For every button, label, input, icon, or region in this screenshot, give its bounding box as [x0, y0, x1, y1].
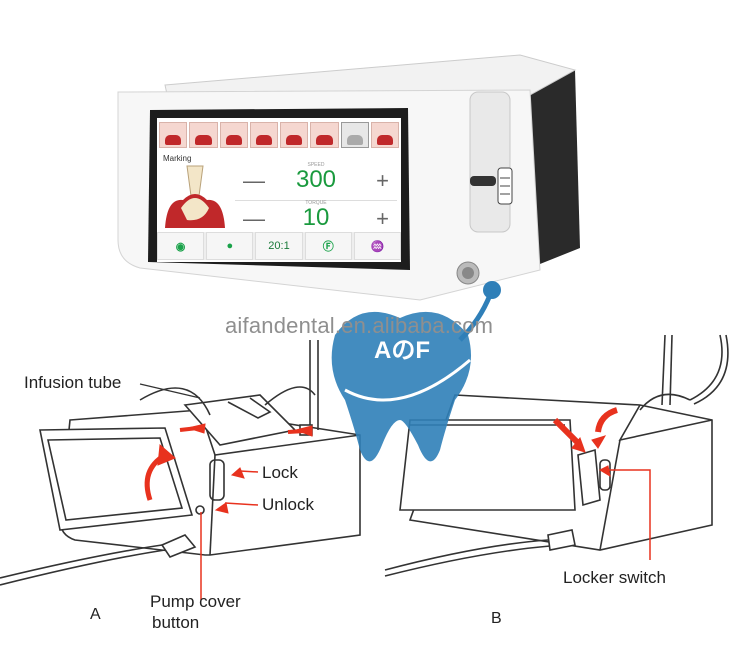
forward-button[interactable]: Ⓕ — [304, 232, 352, 260]
watermark: aifandental.en.alibaba.com — [225, 313, 494, 338]
torque-increase-button[interactable]: + — [376, 206, 389, 231]
torque-row: TORQUE — 10 + — [235, 200, 397, 231]
mode-tile[interactable] — [310, 122, 339, 148]
mode-tile[interactable] — [340, 122, 369, 148]
torque-caption: TORQUE — [305, 200, 327, 206]
leader-lines — [200, 469, 651, 600]
mode-tile[interactable] — [189, 122, 218, 148]
unlock-label: Unlock — [262, 495, 314, 514]
speed-caption: SPEED — [307, 162, 325, 168]
tooth-illustration — [159, 148, 231, 230]
torque-value: 10 — [302, 204, 330, 231]
logo-text: AのF — [374, 337, 430, 364]
bulb-icon: ● — [226, 240, 234, 252]
torque-decrease-button[interactable]: — — [243, 206, 265, 231]
mode-tile-bar — [159, 122, 399, 148]
pump-cover-label-line1: Pump cover — [150, 592, 241, 611]
bottom-control-bar: ◉ ● 20:1 Ⓕ ♒ — [157, 232, 401, 260]
bulb-button[interactable]: ● — [206, 232, 254, 260]
speed-row: SPEED — 300 + — [235, 162, 397, 201]
mode-tile[interactable] — [280, 122, 309, 148]
mode-tile[interactable] — [249, 122, 278, 148]
pump-cover-label-line2: button — [152, 613, 200, 632]
ratio-label: 20:1 — [268, 240, 290, 252]
logo-tooth — [331, 281, 501, 462]
mode-tile[interactable] — [159, 122, 188, 148]
figure-b-drawing — [384, 334, 729, 577]
water-drops-icon: ♒ — [370, 240, 385, 253]
device-touchscreen: Marking SPEED — 300 + TORQUE — 10 + ◉ ● … — [157, 118, 401, 262]
figure-a-drawing — [0, 340, 361, 586]
light-button[interactable]: ◉ — [157, 232, 205, 260]
water-button[interactable]: ♒ — [353, 232, 401, 260]
figure-b-label: B — [491, 610, 502, 627]
lock-label: Lock — [262, 463, 298, 482]
red-arrows — [144, 407, 618, 514]
infusion-leader — [139, 383, 201, 399]
infusion-tube-label: Infusion tube — [24, 373, 122, 392]
speed-decrease-button[interactable]: — — [243, 168, 265, 193]
light-icon: ◉ — [175, 240, 186, 253]
locker-switch-label: Locker switch — [563, 568, 666, 587]
figure-a-label: A — [90, 606, 101, 623]
mode-tile[interactable] — [219, 122, 248, 148]
mode-tile[interactable] — [370, 122, 399, 148]
forward-icon: Ⓕ — [322, 241, 334, 253]
speed-value: 300 — [295, 166, 337, 193]
mode-label: Marking — [163, 154, 192, 163]
speed-increase-button[interactable]: + — [376, 168, 389, 193]
ratio-button[interactable]: 20:1 — [255, 232, 303, 260]
